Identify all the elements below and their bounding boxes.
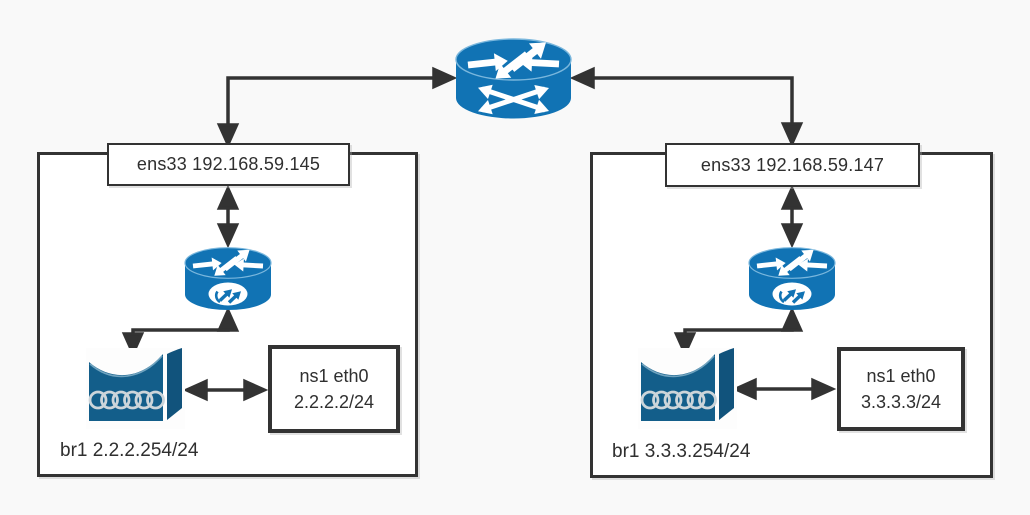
namespace-right-name: ns1 eth0	[866, 366, 936, 386]
link-right-nic-to-router	[781, 187, 803, 246]
nic-label-right: ens33 192.168.59.147	[665, 143, 920, 187]
bridge-label-left: br1 2.2.2.254/24	[60, 440, 199, 461]
namespace-left-ip: 2.2.2.2/24	[293, 392, 375, 412]
nic-label-left-text: ens33 192.168.59.145	[136, 154, 321, 174]
nic-label-left: ens33 192.168.59.145	[107, 143, 350, 186]
nic-label-right-text: ens33 192.168.59.147	[700, 154, 885, 175]
link-left-bridge-to-ns	[185, 379, 266, 401]
link-switch-to-right-nic	[572, 67, 803, 145]
link-right-router-to-bridge	[674, 309, 803, 355]
link-right-bridge-to-ns	[734, 378, 834, 400]
namespace-box-right: ns1 eth0 3.3.3.3/24	[837, 347, 965, 431]
bridge-icon-right	[636, 346, 739, 431]
link-left-nic-to-switch	[217, 67, 455, 146]
namespace-left-name: ns1 eth0	[299, 366, 369, 386]
bridge-icon-left	[84, 346, 187, 431]
bridge-label-right: br1 3.3.3.254/24	[612, 441, 751, 462]
link-left-nic-to-router	[217, 187, 239, 246]
link-left-router-to-bridge	[122, 309, 239, 355]
multilayer-switch-icon	[456, 35, 571, 119]
router-icon-left	[185, 244, 271, 310]
router-icon-right	[749, 244, 835, 310]
namespace-right-ip: 3.3.3.3/24	[860, 392, 942, 412]
namespace-box-left: ns1 eth0 2.2.2.2/24	[268, 345, 400, 433]
